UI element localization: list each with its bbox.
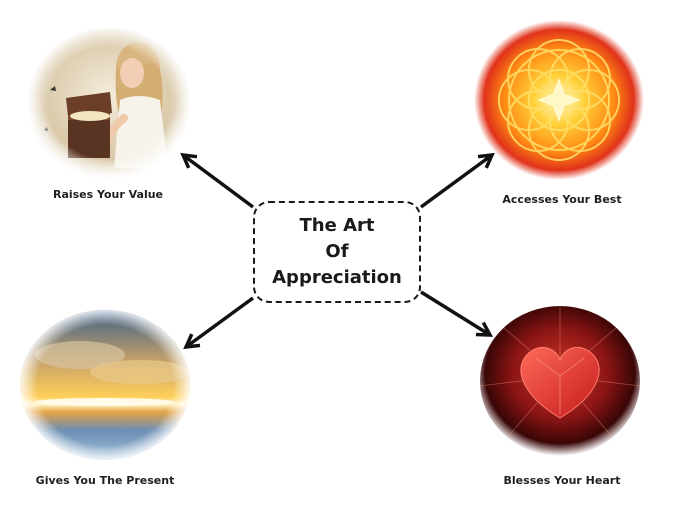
arrow-bottom-right: [420, 290, 493, 337]
mandala-orb-image: [474, 20, 644, 180]
center-title-line-1: The Art: [299, 215, 375, 236]
caption-bottom-left: Gives You The Present: [35, 474, 175, 487]
girl-treasure-image: [28, 28, 190, 178]
caption-top-right: Accesses Your Best: [502, 193, 622, 206]
center-title-line-2: Of: [325, 241, 349, 262]
arrow-top-right: [419, 152, 495, 209]
caption-top-left: Raises Your Value: [52, 188, 164, 201]
sunset-sea-image: [20, 310, 190, 460]
red-heart-image: [480, 306, 640, 456]
center-title-box: The Art Of Appreciation: [253, 201, 421, 303]
center-title-line-3: Appreciation: [272, 267, 402, 288]
arrow-bottom-left: [183, 296, 255, 350]
arrow-top-left: [180, 152, 255, 209]
caption-bottom-right: Blesses Your Heart: [503, 474, 621, 487]
